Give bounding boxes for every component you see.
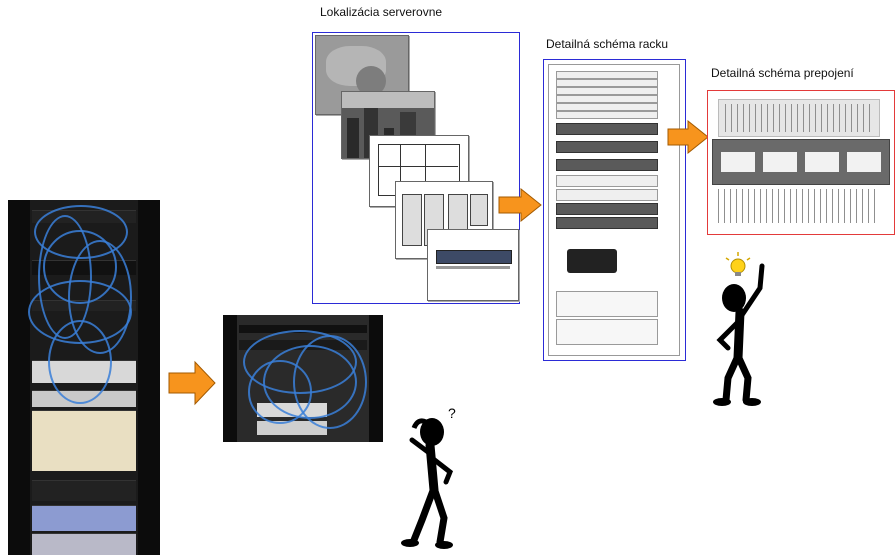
arrow-right-icon: [498, 188, 542, 222]
server-room-location-label: Lokalizácia serverovne: [320, 5, 443, 19]
rack-closeup-photo: [223, 315, 383, 442]
stick-figure-lightbulb-icon: [713, 252, 765, 406]
arrow-right-icon: [168, 360, 216, 406]
rack-schema-frame: [543, 59, 686, 361]
patch-panel: [712, 139, 890, 185]
patch-cables-top: [718, 99, 880, 137]
lightbulb-icon: [725, 252, 751, 276]
patch-schema-label: Detailná schéma prepojení: [711, 66, 854, 80]
patch-schema-frame: [707, 90, 895, 235]
rack-schema-label: Detailná schéma racku: [546, 37, 669, 51]
svg-text:?: ?: [448, 405, 456, 421]
messy-rack-photo: [8, 200, 160, 555]
arrow-right-icon: [667, 120, 709, 154]
stick-figure-question-icon: ?: [401, 405, 456, 549]
rack-diagram: [548, 64, 680, 356]
patch-cables-bottom: [718, 189, 878, 223]
patch-panel-page: [427, 229, 519, 301]
server-room-location-frame: [312, 32, 520, 304]
